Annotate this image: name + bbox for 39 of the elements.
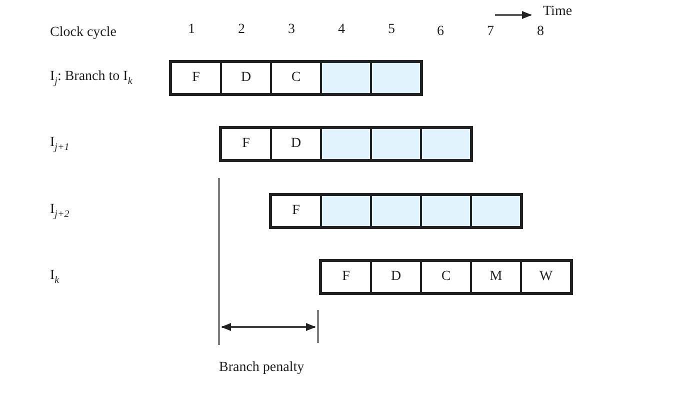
cycle-number: 6 [437, 24, 444, 40]
stall-cell [470, 196, 520, 226]
stall-cell [370, 196, 420, 226]
instruction-label: I$_{k}$ [50, 268, 60, 286]
stall-cell [320, 129, 370, 159]
cycle-number: 4 [338, 22, 345, 38]
label: Branch penalty [219, 360, 304, 376]
instruction-label: I$_{j}$: Branch to I$_{k}$ [50, 69, 132, 87]
label: Clock cycle [50, 25, 116, 41]
pipeline-bar [269, 193, 523, 229]
stage-cell: F [322, 262, 370, 292]
instruction-label: I$_{j+2}$ [50, 202, 70, 220]
stage-cell: M [470, 262, 520, 292]
stall-cell [320, 63, 370, 93]
stall-cell [320, 196, 370, 226]
stage-cell: W [520, 262, 570, 292]
stall-cell [370, 63, 420, 93]
stage-cell: D [370, 262, 420, 292]
cycle-number: 2 [238, 22, 245, 38]
cycle-number: 3 [288, 22, 295, 38]
pipeline-bar [169, 60, 423, 96]
cycle-number: 1 [188, 22, 195, 38]
stage-cell: F [272, 196, 320, 226]
cycle-number: 8 [537, 24, 544, 40]
stage-cell: F [172, 63, 220, 93]
stall-cell [370, 129, 420, 159]
cycle-number: 5 [388, 22, 395, 38]
stage-cell: D [270, 129, 320, 159]
stage-cell: D [220, 63, 270, 93]
cycle-number: 7 [487, 24, 494, 40]
stall-cell [420, 129, 470, 159]
stage-cell: C [270, 63, 320, 93]
stage-cell: F [222, 129, 270, 159]
stage-cell: C [420, 262, 470, 292]
stall-cell [420, 196, 470, 226]
axis-label: Time [543, 4, 572, 20]
instruction-label: I$_{j+1}$ [50, 135, 70, 153]
pipeline-bar [319, 259, 573, 295]
pipeline-bar [219, 126, 473, 162]
